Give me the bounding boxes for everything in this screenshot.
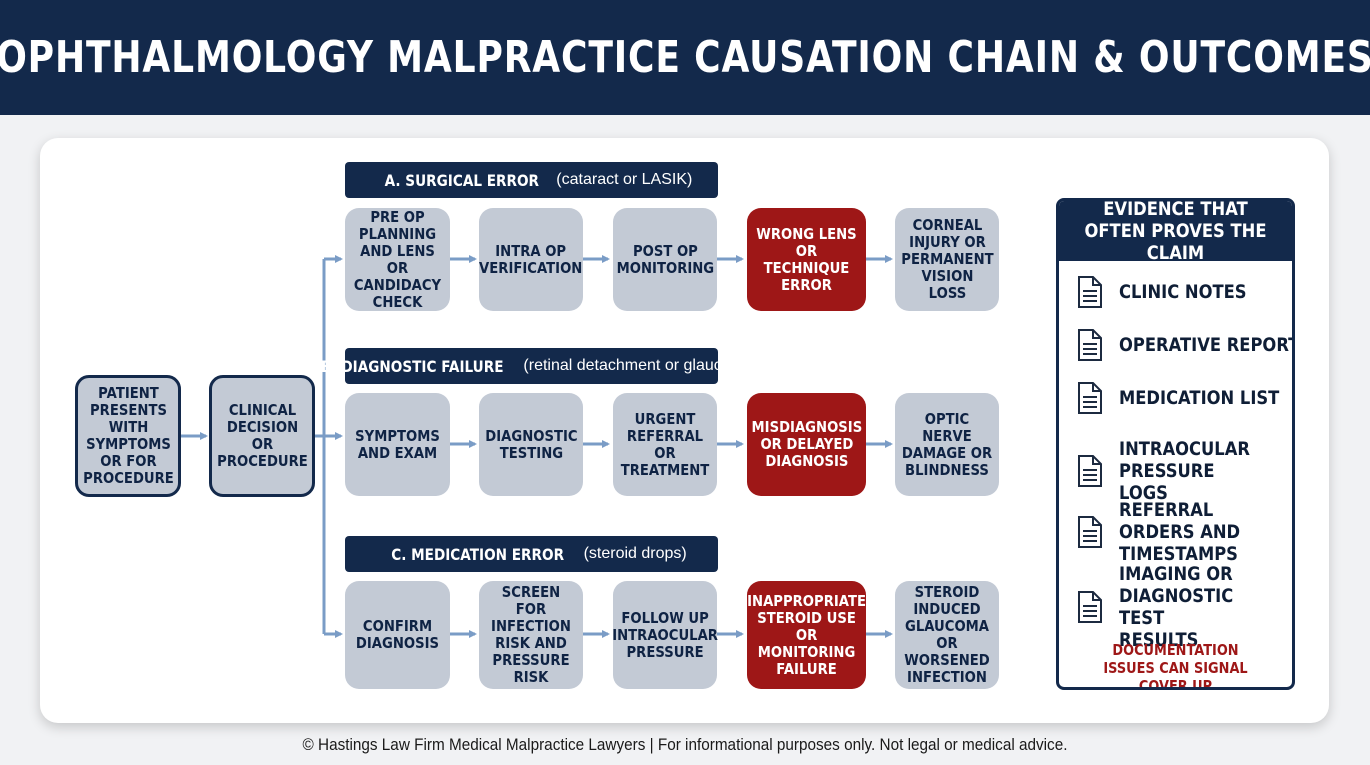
document-icon — [1078, 591, 1102, 623]
document-icon — [1078, 276, 1102, 308]
branch-a-step-1: PRE OP PLANNING AND LENS OR CANDIDACY CH… — [345, 208, 450, 311]
branch-b-error: MISDIAGNOSIS OR DELAYED DIAGNOSIS — [747, 393, 866, 496]
footer-disclaimer: © Hastings Law Firm Medical Malpractice … — [0, 735, 1370, 755]
branch-a-step-3-text: POST OP MONITORING — [616, 241, 714, 277]
branch-c-step-1-text: CONFIRM DIAGNOSIS — [355, 617, 440, 652]
evidence-item-label: IMAGING OR DIAGNOSTIC TEST RESULTS — [1119, 563, 1234, 651]
branch-b-step-1: SYMPTOMS AND EXAM — [345, 393, 450, 496]
branch-a-label: A. SURGICAL ERROR (cataract or LASIK) — [345, 162, 718, 198]
clinical-decision-text: CLINICAL DECISION OR PROCEDURE — [216, 401, 308, 470]
branch-a-subtitle: (cataract or LASIK) — [556, 171, 693, 188]
branch-b-outcome-text: OPTIC NERVE DAMAGE OR BLINDNESS — [901, 409, 993, 479]
patient-presents-box: PATIENT PRESENTS WITH SYMPTOMS OR FOR PR… — [75, 375, 181, 497]
branch-c-outcome-text: STEROID INDUCED GLAUCOMA OR WORSENED INF… — [904, 583, 990, 686]
branch-c-step-3-text: FOLLOW UP INTRAOCULAR PRESSURE — [612, 608, 718, 661]
clinical-decision-box: CLINICAL DECISION OR PROCEDURE — [209, 375, 315, 497]
evidence-title-text: EVIDENCE THAT OFTEN PROVES THE CLAIM — [1084, 198, 1267, 264]
branch-a-title: A. SURGICAL ERROR — [384, 170, 539, 190]
document-icon — [1078, 455, 1102, 487]
evidence-note: DOCUMENTATION ISSUES CAN SIGNAL COVER UP — [1059, 641, 1292, 690]
document-icon — [1078, 516, 1102, 548]
footer-text: © Hastings Law Firm Medical Malpractice … — [302, 735, 1068, 754]
document-icon — [1078, 329, 1102, 361]
branch-a-step-2: INTRA OP VERIFICATION — [479, 208, 583, 311]
branch-b-title: B. DIAGNOSTIC FAILURE — [320, 356, 504, 376]
branch-c-outcome: STEROID INDUCED GLAUCOMA OR WORSENED INF… — [895, 581, 999, 689]
branch-b-label: B. DIAGNOSTIC FAILURE (retinal detachment… — [321, 348, 758, 384]
branch-a-step-3: POST OP MONITORING — [613, 208, 717, 311]
evidence-item-imaging-results: IMAGING OR DIAGNOSTIC TEST RESULTS — [1077, 563, 1287, 651]
page-title: OPHTHALMOLOGY MALPRACTICE CAUSATION CHAI… — [0, 32, 1370, 83]
document-icon — [1078, 382, 1102, 414]
branch-b-step-3-text: URGENT REFERRAL OR TREATMENT — [620, 409, 710, 479]
patient-presents-text: PATIENT PRESENTS WITH SYMPTOMS OR FOR PR… — [82, 384, 174, 487]
branch-c-step-1: CONFIRM DIAGNOSIS — [345, 581, 450, 689]
branch-b-error-text: MISDIAGNOSIS OR DELAYED DIAGNOSIS — [751, 418, 862, 470]
branch-c-error-text: INAPPROPRIATE STEROID USE OR MONITORING … — [747, 591, 866, 678]
branch-a-outcome: CORNEAL INJURY OR PERMANENT VISION LOSS — [895, 208, 999, 311]
evidence-item-label: REFERRAL ORDERS AND TIMESTAMPS — [1119, 499, 1241, 565]
evidence-panel: EVIDENCE THAT OFTEN PROVES THE CLAIM CLI… — [1056, 198, 1295, 690]
branch-b-step-2: DIAGNOSTIC TESTING — [479, 393, 583, 496]
evidence-item-label: OPERATIVE REPORT — [1119, 334, 1295, 356]
branch-b-step-2-text: DIAGNOSTIC TESTING — [484, 426, 578, 462]
branch-c-label: C. MEDICATION ERROR (steroid drops) — [345, 536, 718, 572]
branch-c-step-2-text: SCREEN FOR INFECTION RISK AND PRESSURE R… — [491, 583, 571, 686]
header-banner: OPHTHALMOLOGY MALPRACTICE CAUSATION CHAI… — [0, 0, 1370, 115]
branch-a-error-text: WRONG LENS OR TECHNIQUE ERROR — [756, 224, 857, 294]
branch-c-subtitle: (steroid drops) — [583, 545, 687, 562]
evidence-item-referral-orders: REFERRAL ORDERS AND TIMESTAMPS — [1077, 499, 1287, 565]
evidence-item-operative-report: OPERATIVE REPORT — [1077, 329, 1292, 361]
branch-a-step-2-text: INTRA OP VERIFICATION — [479, 241, 583, 277]
evidence-title: EVIDENCE THAT OFTEN PROVES THE CLAIM — [1059, 198, 1292, 264]
evidence-note-text: DOCUMENTATION ISSUES CAN SIGNAL COVER UP — [1103, 641, 1248, 690]
evidence-item-label: MEDICATION LIST — [1119, 387, 1280, 409]
branch-c-step-3: FOLLOW UP INTRAOCULAR PRESSURE — [612, 581, 718, 689]
evidence-item-pressure-logs: INTRAOCULAR PRESSURE LOGS — [1077, 438, 1287, 504]
branch-a-error: WRONG LENS OR TECHNIQUE ERROR — [747, 208, 866, 311]
branch-a-outcome-text: CORNEAL INJURY OR PERMANENT VISION LOSS — [900, 216, 994, 302]
branch-b-step-3: URGENT REFERRAL OR TREATMENT — [613, 393, 717, 496]
branch-c-title: C. MEDICATION ERROR — [391, 544, 565, 564]
evidence-item-label: CLINIC NOTES — [1119, 281, 1247, 303]
evidence-item-medication-list: MEDICATION LIST — [1077, 382, 1287, 414]
branch-a-step-1-text: PRE OP PLANNING AND LENS OR CANDIDACY CH… — [353, 207, 442, 311]
branch-c-step-2: SCREEN FOR INFECTION RISK AND PRESSURE R… — [479, 581, 583, 689]
evidence-item-clinic-notes: CLINIC NOTES — [1077, 276, 1287, 308]
branch-b-subtitle: (retinal detachment or glaucoma) — [523, 357, 759, 374]
branch-b-step-1-text: SYMPTOMS AND EXAM — [355, 426, 440, 462]
branch-c-error: INAPPROPRIATE STEROID USE OR MONITORING … — [747, 581, 866, 689]
evidence-item-label: INTRAOCULAR PRESSURE LOGS — [1119, 438, 1250, 504]
branch-b-outcome: OPTIC NERVE DAMAGE OR BLINDNESS — [895, 393, 999, 496]
